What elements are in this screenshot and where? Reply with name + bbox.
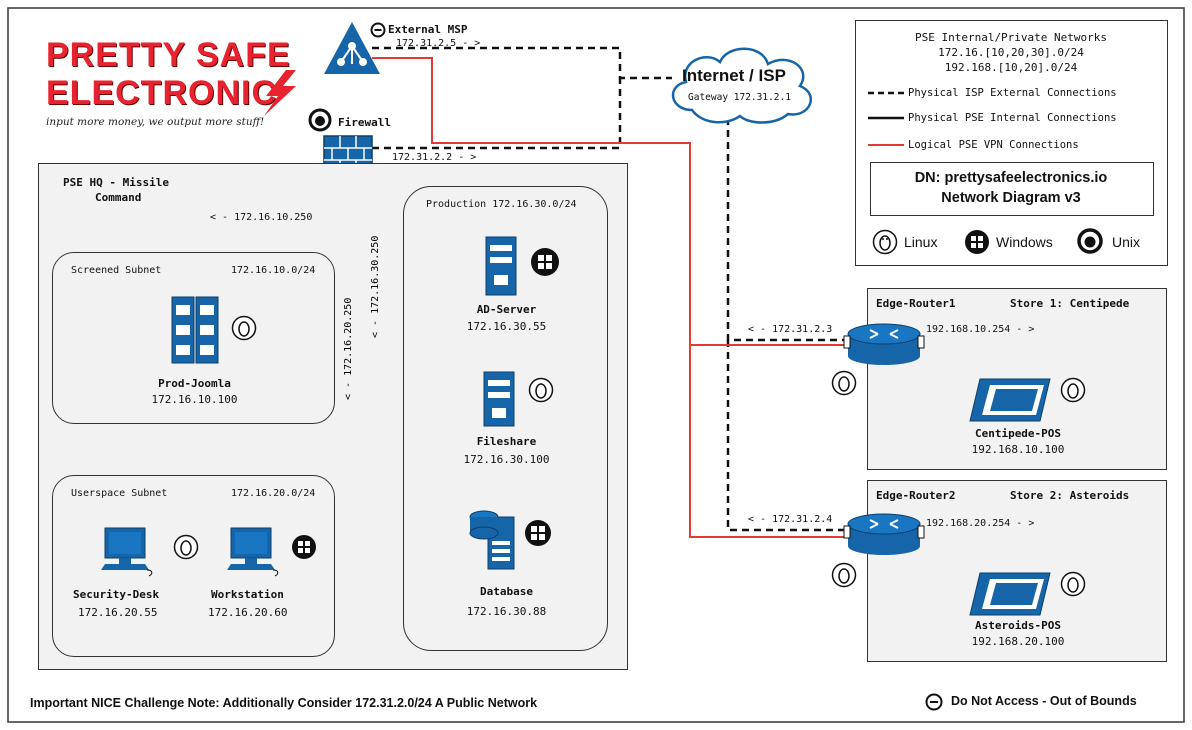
internet-cloud-icon	[671, 47, 812, 124]
store2-container: Edge-Router2 Store 2: Asteroids 192.168.…	[867, 480, 1167, 662]
store1-name: Store 1: Centipede	[1010, 297, 1130, 310]
legend-line-samples	[868, 91, 904, 146]
legend: PSE Internal/Private Networks 172.16.[10…	[855, 20, 1168, 266]
footer-oob: Do Not Access - Out of Bounds	[951, 694, 1137, 708]
logo-line2: ELECTRONIC	[46, 74, 277, 112]
store1-int-ip: 192.168.10.254 - >	[926, 324, 1035, 335]
security-desk-ip: 172.16.20.55	[78, 606, 158, 619]
firewall-production-ip: < - 172.16.30.250	[370, 235, 381, 338]
security-desk-name: Security-Desk	[73, 588, 160, 601]
legend-line2: 172.16.[10,20,30].0/24	[938, 46, 1084, 59]
screened-subnet: Screened Subnet 172.16.10.0/24 Prod-Joom…	[52, 252, 335, 424]
centipede-pos-ip: 192.168.10.100	[971, 443, 1065, 456]
computer-icon	[101, 527, 153, 577]
firewall-label: Firewall	[338, 116, 391, 129]
out-of-bounds-icon	[370, 22, 386, 38]
workstation-ip: 172.16.20.60	[208, 606, 288, 619]
server-icon	[485, 236, 517, 296]
database-ip: 172.16.30.88	[466, 605, 547, 618]
userspace-subnet: Userspace Subnet 172.16.20.0/24 Security…	[52, 475, 335, 657]
lightning-bolt-icon	[264, 70, 296, 116]
firewall-public-ip: 172.31.2.2 - >	[392, 152, 477, 163]
store2-router-label: Edge-Router2	[876, 489, 956, 502]
linux-icon	[231, 315, 257, 341]
ad-server-name: AD-Server	[476, 303, 537, 316]
fileshare-ip: 172.16.30.100	[463, 453, 550, 466]
legend-solid: Physical PSE Internal Connections	[908, 112, 1117, 124]
userspace-net: 172.16.20.0/24	[231, 488, 316, 499]
prod-joomla-name: Prod-Joomla	[158, 377, 231, 390]
linux-icon	[1060, 377, 1086, 403]
database-name: Database	[480, 585, 533, 598]
linux-icon	[831, 562, 857, 588]
database-icon	[469, 510, 515, 570]
windows-icon	[965, 230, 989, 254]
footer-note: Important NICE Challenge Note: Additiona…	[30, 696, 538, 710]
workstation-name: Workstation	[211, 588, 284, 601]
logo-tagline: input more money, we output more stuff!	[46, 116, 265, 128]
centipede-pos-name: Centipede-POS	[974, 427, 1062, 440]
asteroids-pos-name: Asteroids-POS	[974, 619, 1062, 632]
prod-joomla-ip: 172.16.10.100	[151, 393, 238, 406]
unix-icon	[308, 108, 332, 132]
windows-icon	[292, 535, 316, 559]
linux-icon	[831, 370, 857, 396]
store2-name: Store 2: Asteroids	[1010, 489, 1130, 502]
msp-ip: 172.31.2.5 - >	[396, 38, 481, 49]
firewall-screened-ip: < - 172.16.10.250	[210, 212, 313, 223]
logo-line1: PRETTY SAFE	[46, 36, 291, 74]
msp-label: External MSP	[388, 23, 468, 36]
production-subnet: Production 172.16.30.0/24 AD-Server 172.…	[403, 186, 608, 651]
linux-icon	[1060, 571, 1086, 597]
dn-line1: DN: prettysafeelectronics.io	[914, 170, 1108, 186]
asteroids-pos-ip: 192.168.20.100	[971, 635, 1065, 648]
server-icon	[483, 371, 515, 427]
userspace-title: Userspace Subnet	[71, 488, 168, 499]
pos-terminal-icon	[969, 572, 1051, 616]
server-rack-icon	[171, 296, 219, 364]
store1-router-label: Edge-Router1	[876, 297, 956, 310]
dn-line2: Network Diagram v3	[941, 190, 1081, 206]
linux-icon	[872, 229, 898, 255]
store1-container: Edge-Router1 Store 1: Centipede 192.168.…	[867, 288, 1167, 470]
store1-ext-ip: < - 172.31.2.3	[748, 324, 833, 335]
linux-icon	[173, 534, 199, 560]
legend-dashed: Physical ISP External Connections	[908, 87, 1117, 99]
pos-terminal-icon	[969, 378, 1051, 422]
ad-server-ip: 172.16.30.55	[466, 320, 547, 333]
windows-icon	[525, 520, 551, 546]
vpn-red-links	[372, 57, 845, 538]
internet-gateway: Gateway 172.31.2.1	[688, 92, 791, 103]
router-icon	[843, 513, 925, 555]
windows-icon	[531, 248, 559, 276]
msp-icon	[324, 22, 380, 74]
hq-title-line2: Command	[95, 191, 142, 204]
linux-icon	[528, 377, 554, 403]
legend-linux: Linux	[904, 234, 938, 250]
unix-icon	[1077, 228, 1103, 254]
out-of-bounds-icon	[925, 693, 943, 711]
store2-int-ip: 192.168.20.254 - >	[926, 518, 1035, 529]
store2-ext-ip: < - 172.31.2.4	[748, 514, 833, 525]
router-icon	[843, 323, 925, 365]
fileshare-name: Fileshare	[476, 435, 537, 448]
dn-box	[870, 162, 1154, 216]
isp-dashed-links	[372, 46, 845, 532]
production-title: Production 172.16.30.0/24	[426, 199, 577, 210]
legend-line3: 192.168.[10,20].0/24	[944, 61, 1078, 74]
screened-title: Screened Subnet	[71, 265, 162, 276]
legend-windows: Windows	[996, 234, 1053, 250]
logo: PRETTY SAFE ELECTRONIC input more money,…	[44, 36, 314, 134]
legend-unix: Unix	[1112, 234, 1141, 250]
outer-border	[7, 7, 1185, 723]
computer-icon	[227, 527, 279, 577]
legend-title: PSE Internal/Private Networks	[914, 31, 1108, 44]
hq-title-line1: PSE HQ - Missile	[63, 176, 169, 189]
internet-title: Internet / ISP	[682, 66, 786, 85]
legend-red: Logical PSE VPN Connections	[908, 139, 1079, 151]
firewall-userspace-ip: < - 172.16.20.250	[343, 297, 354, 400]
screened-net: 172.16.10.0/24	[231, 265, 316, 276]
